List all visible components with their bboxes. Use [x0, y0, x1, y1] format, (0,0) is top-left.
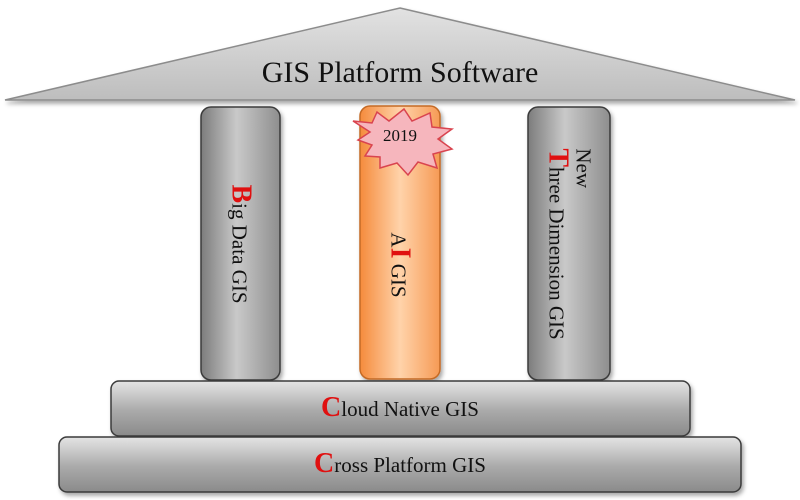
- pillar-big-data: [200, 106, 281, 381]
- label-rest: hree Dimension GIS: [544, 166, 569, 340]
- base-cloud-native: [110, 380, 691, 437]
- initial-letter: B: [225, 183, 257, 203]
- base-cross-platform-label: Cross Platform GIS: [0, 448, 800, 480]
- badge-year: 2019: [383, 126, 417, 145]
- pillar-big-data-label-box: Big Data GIS: [201, 107, 280, 380]
- pillar-3d: [527, 106, 611, 381]
- badge-starburst-icon: [352, 107, 455, 177]
- base-cloud-native-label: Cloud Native GIS: [0, 392, 800, 424]
- initial-letter: I: [384, 247, 416, 258]
- base-cross-platform: [58, 436, 742, 493]
- pillar-big-data-label: Big Data GIS: [225, 183, 257, 304]
- roof-title: GIS Platform Software: [261, 56, 539, 89]
- pillar-ai: [359, 105, 441, 380]
- label-rest: GIS: [386, 257, 411, 298]
- pillar-3d-label: New Three Dimension GIS: [542, 147, 596, 340]
- pillar-ai-label-box: AI GIS: [360, 150, 440, 379]
- pillar-ai-label: AI GIS: [384, 231, 416, 298]
- label-rest: ig Data GIS: [227, 202, 252, 304]
- label-rest: ross Platform GIS: [334, 453, 486, 477]
- label-prefix: A: [386, 231, 411, 248]
- label-line-1: New: [571, 147, 596, 188]
- label-rest: loud Native GIS: [341, 397, 479, 421]
- label-line-2: Three Dimension GIS: [542, 147, 574, 340]
- initial-letter: C: [321, 392, 342, 423]
- initial-letter: C: [314, 448, 335, 479]
- roof-shape: [4, 7, 796, 101]
- pillar-3d-label-box: New Three Dimension GIS: [528, 107, 610, 380]
- initial-letter: T: [542, 147, 574, 167]
